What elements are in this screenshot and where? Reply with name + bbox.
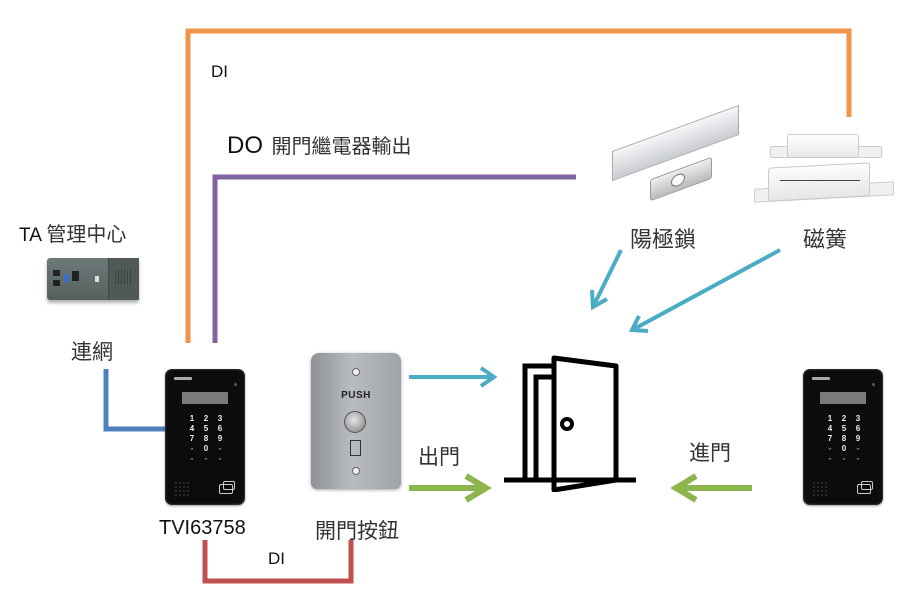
di-bottom-label: DI	[268, 549, 285, 568]
exit-label: 出門	[418, 445, 460, 469]
do-wire	[212, 174, 576, 343]
do-description: 開門繼電器輸出	[271, 134, 412, 158]
green-arrow-exit	[409, 473, 492, 503]
exit-push-button-icon: PUSH	[311, 353, 401, 489]
ta-label: TA 管理中心	[19, 218, 126, 247]
di-top-label: DI	[211, 62, 228, 81]
magnetic-contact-label: 磁簧	[803, 228, 848, 253]
ta-description: 管理中心	[46, 222, 127, 246]
blue-arrow-sensor-to-door	[628, 248, 781, 333]
electric-bolt-lock-icon	[612, 104, 742, 203]
mini-pc-icon	[47, 258, 139, 300]
di-top-wire	[185, 28, 852, 343]
blue-arrow-lock-to-door	[590, 249, 623, 311]
device-model-label: TVI63758	[159, 517, 246, 539]
bolt-lock-label: 陽極鎖	[630, 228, 697, 253]
do-label: DO 開門繼電器輸出	[227, 130, 411, 160]
push-text: PUSH	[341, 390, 371, 401]
exit-button-label: 開門按鈕	[315, 519, 399, 543]
di-bottom-wire	[202, 540, 354, 584]
magnetic-door-contact-icon	[752, 130, 897, 210]
enter-label: 進門	[689, 441, 731, 465]
do-prefix: DO	[227, 132, 263, 159]
blue-arrow-button-to-door	[409, 366, 498, 388]
green-arrow-enter	[670, 473, 752, 503]
network-label: 連網	[71, 340, 113, 364]
ta-prefix: TA	[19, 225, 42, 246]
network-wire	[103, 369, 166, 432]
open-door-icon	[504, 355, 636, 492]
